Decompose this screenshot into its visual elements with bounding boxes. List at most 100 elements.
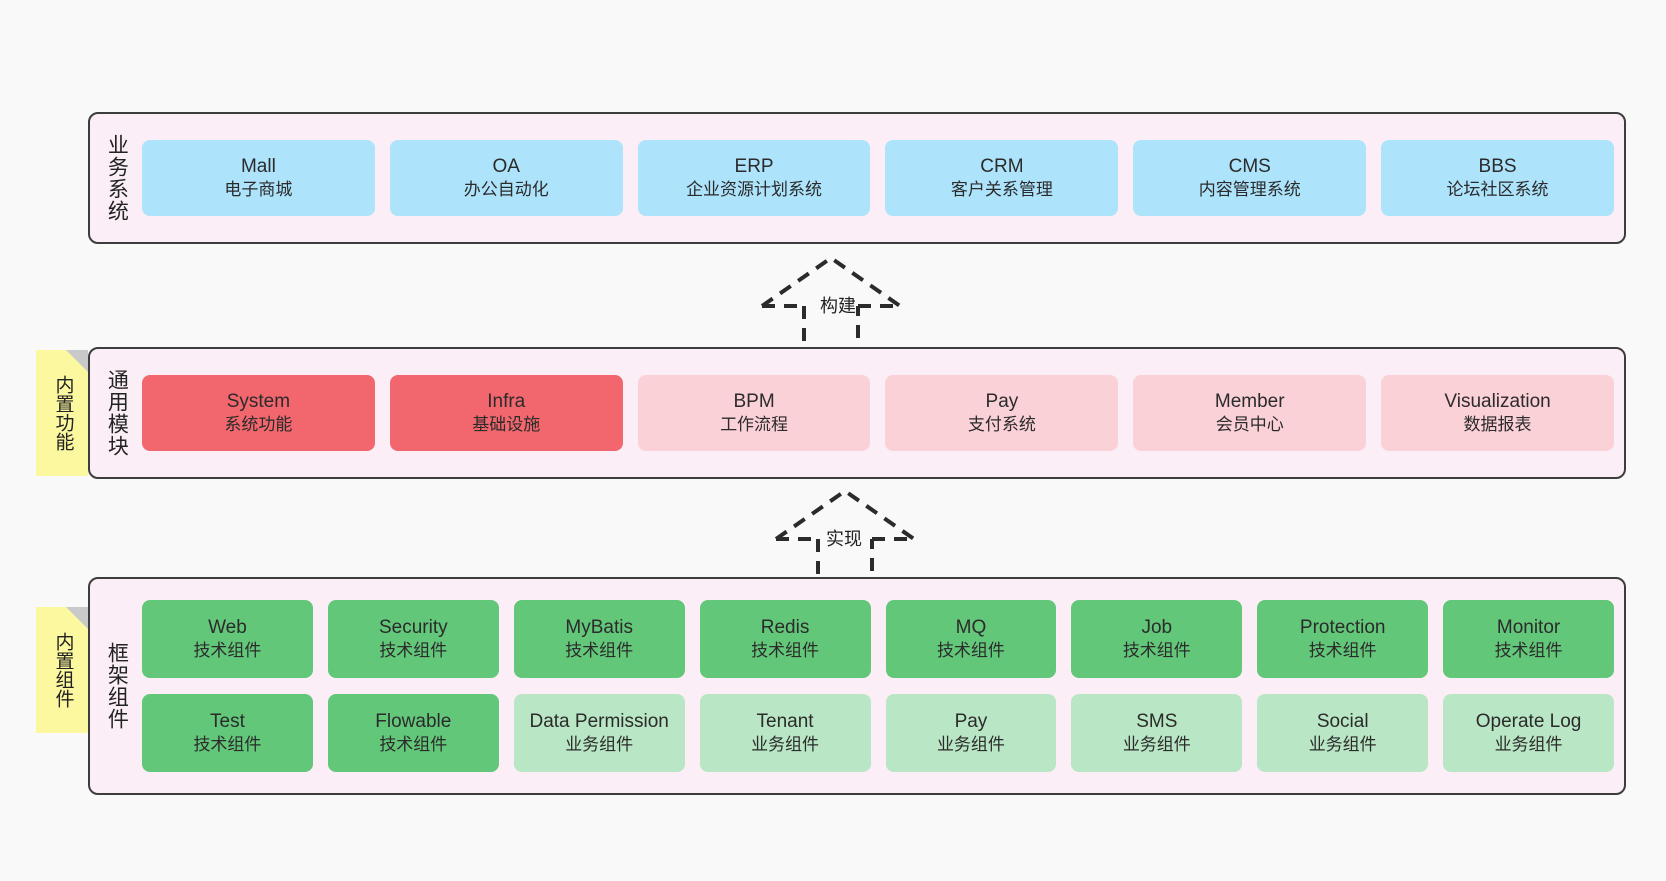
box-erp[interactable]: ERP 企业资源计划系统	[637, 140, 871, 216]
box-title: Tenant	[756, 710, 814, 732]
box-member[interactable]: Member 会员中心	[1133, 375, 1367, 451]
sticky-note-label: 内置组件	[52, 632, 74, 708]
arrow-build-label: 构建	[820, 296, 856, 316]
box-subtitle: 业务组件	[1122, 735, 1191, 755]
box-title: Visualization	[1444, 390, 1551, 412]
box-web[interactable]: Web 技术组件	[142, 600, 313, 678]
box-title: BPM	[733, 390, 775, 412]
layer-row: Test 技术组件 Flowable 技术组件 Data Permission …	[142, 694, 1614, 772]
box-protection[interactable]: Protection 技术组件	[1257, 600, 1429, 678]
box-subtitle: 工作流程	[720, 415, 789, 435]
box-title: Security	[378, 616, 448, 638]
box-subtitle: 支付系统	[967, 415, 1036, 435]
box-title: Infra	[487, 390, 526, 412]
box-subtitle: 数据报表	[1463, 415, 1532, 435]
box-subtitle: 技术组件	[751, 641, 820, 661]
layer-body-modules: System 系统功能 Infra 基础设施 BPM 工作流程 Pay 支付系统…	[142, 349, 1624, 477]
box-subtitle: 会员中心	[1215, 415, 1284, 435]
box-infra[interactable]: Infra 基础设施	[389, 375, 623, 451]
box-title: Social	[1316, 710, 1369, 732]
box-title: System	[226, 390, 291, 412]
box-bbs[interactable]: BBS 论坛社区系统	[1381, 140, 1614, 216]
layer-common-modules: 通用模块 System 系统功能 Infra 基础设施 BPM 工作流程 Pay…	[88, 347, 1626, 479]
box-title: SMS	[1136, 710, 1178, 732]
layer-title-modules: 通用模块	[105, 369, 129, 457]
box-subtitle: 内容管理系统	[1198, 180, 1301, 200]
layer-body-framework: Web 技术组件 Security 技术组件 MyBatis 技术组件 Redi…	[142, 579, 1624, 793]
box-subtitle: 业务组件	[565, 735, 634, 755]
box-subtitle: 客户关系管理	[950, 180, 1053, 200]
box-crm[interactable]: CRM 客户关系管理	[885, 140, 1119, 216]
box-subtitle: 论坛社区系统	[1446, 180, 1549, 200]
box-title: Pay	[985, 390, 1019, 412]
box-subtitle: 技术组件	[193, 735, 262, 755]
box-job[interactable]: Job 技术组件	[1071, 600, 1243, 678]
layer-row: System 系统功能 Infra 基础设施 BPM 工作流程 Pay 支付系统…	[142, 375, 1614, 451]
layer-title-framework: 框架组件	[105, 642, 129, 730]
box-redis[interactable]: Redis 技术组件	[699, 600, 871, 678]
sticky-note-builtin-features: 内置功能	[36, 350, 88, 476]
box-visualization[interactable]: Visualization 数据报表	[1381, 375, 1614, 451]
box-subtitle: 电子商城	[224, 180, 293, 200]
box-subtitle: 基础设施	[472, 415, 541, 435]
layer-business-systems: 业务系统 Mall 电子商城 OA 办公自动化 ERP 企业资源计划系统 CRM…	[88, 112, 1626, 244]
box-title: CRM	[980, 155, 1024, 177]
box-social[interactable]: Social 业务组件	[1257, 694, 1429, 772]
box-title: OA	[492, 155, 520, 177]
arrow-implement-label: 实现	[826, 529, 862, 549]
box-operate-log[interactable]: Operate Log 业务组件	[1443, 694, 1614, 772]
box-subtitle: 技术组件	[565, 641, 634, 661]
box-system[interactable]: System 系统功能	[142, 375, 375, 451]
box-subtitle: 业务组件	[751, 735, 820, 755]
box-title: Member	[1214, 390, 1285, 412]
box-subtitle: 技术组件	[379, 735, 448, 755]
box-title: Monitor	[1496, 616, 1561, 638]
box-subtitle: 业务组件	[1308, 735, 1377, 755]
layer-body-business: Mall 电子商城 OA 办公自动化 ERP 企业资源计划系统 CRM 客户关系…	[142, 114, 1624, 242]
box-test[interactable]: Test 技术组件	[142, 694, 313, 772]
box-subtitle: 技术组件	[379, 641, 448, 661]
box-subtitle: 技术组件	[1122, 641, 1191, 661]
box-subtitle: 技术组件	[193, 641, 262, 661]
box-data-permission[interactable]: Data Permission 业务组件	[513, 694, 685, 772]
box-title: Web	[208, 616, 247, 638]
box-subtitle: 技术组件	[1494, 641, 1563, 661]
box-mq[interactable]: MQ 技术组件	[885, 600, 1057, 678]
box-sms[interactable]: SMS 业务组件	[1071, 694, 1243, 772]
box-title: Data Permission	[529, 710, 669, 732]
box-pay-component[interactable]: Pay 业务组件	[885, 694, 1057, 772]
box-oa[interactable]: OA 办公自动化	[389, 140, 623, 216]
note-fold-icon	[66, 350, 88, 372]
box-subtitle: 技术组件	[1308, 641, 1377, 661]
box-pay[interactable]: Pay 支付系统	[885, 375, 1119, 451]
box-title: Redis	[760, 616, 810, 638]
box-title: ERP	[734, 155, 774, 177]
box-mybatis[interactable]: MyBatis 技术组件	[513, 600, 685, 678]
arrow-build: 构建	[756, 255, 906, 352]
box-title: Mall	[240, 155, 276, 177]
box-security[interactable]: Security 技术组件	[327, 600, 499, 678]
layer-row: Web 技术组件 Security 技术组件 MyBatis 技术组件 Redi…	[142, 600, 1614, 678]
box-subtitle: 业务组件	[936, 735, 1005, 755]
box-cms[interactable]: CMS 内容管理系统	[1133, 140, 1367, 216]
layer-title-business: 业务系统	[105, 134, 129, 222]
box-subtitle: 系统功能	[224, 415, 293, 435]
box-title: Test	[210, 710, 245, 732]
layer-row: Mall 电子商城 OA 办公自动化 ERP 企业资源计划系统 CRM 客户关系…	[142, 140, 1614, 216]
sticky-note-builtin-components: 内置组件	[36, 607, 88, 733]
box-flowable[interactable]: Flowable 技术组件	[327, 694, 499, 772]
box-title: Operate Log	[1475, 710, 1582, 732]
box-monitor[interactable]: Monitor 技术组件	[1443, 600, 1614, 678]
box-title: MyBatis	[565, 616, 633, 638]
box-bpm[interactable]: BPM 工作流程	[637, 375, 871, 451]
layer-framework-components: 框架组件 Web 技术组件 Security 技术组件 MyBatis 技术组件…	[88, 577, 1626, 795]
box-title: Protection	[1299, 616, 1386, 638]
box-title: MQ	[955, 616, 987, 638]
box-title: Pay	[954, 710, 988, 732]
box-title: CMS	[1228, 155, 1271, 177]
box-tenant[interactable]: Tenant 业务组件	[699, 694, 871, 772]
box-mall[interactable]: Mall 电子商城	[142, 140, 375, 216]
box-subtitle: 办公自动化	[463, 180, 549, 200]
box-title: Flowable	[375, 710, 452, 732]
